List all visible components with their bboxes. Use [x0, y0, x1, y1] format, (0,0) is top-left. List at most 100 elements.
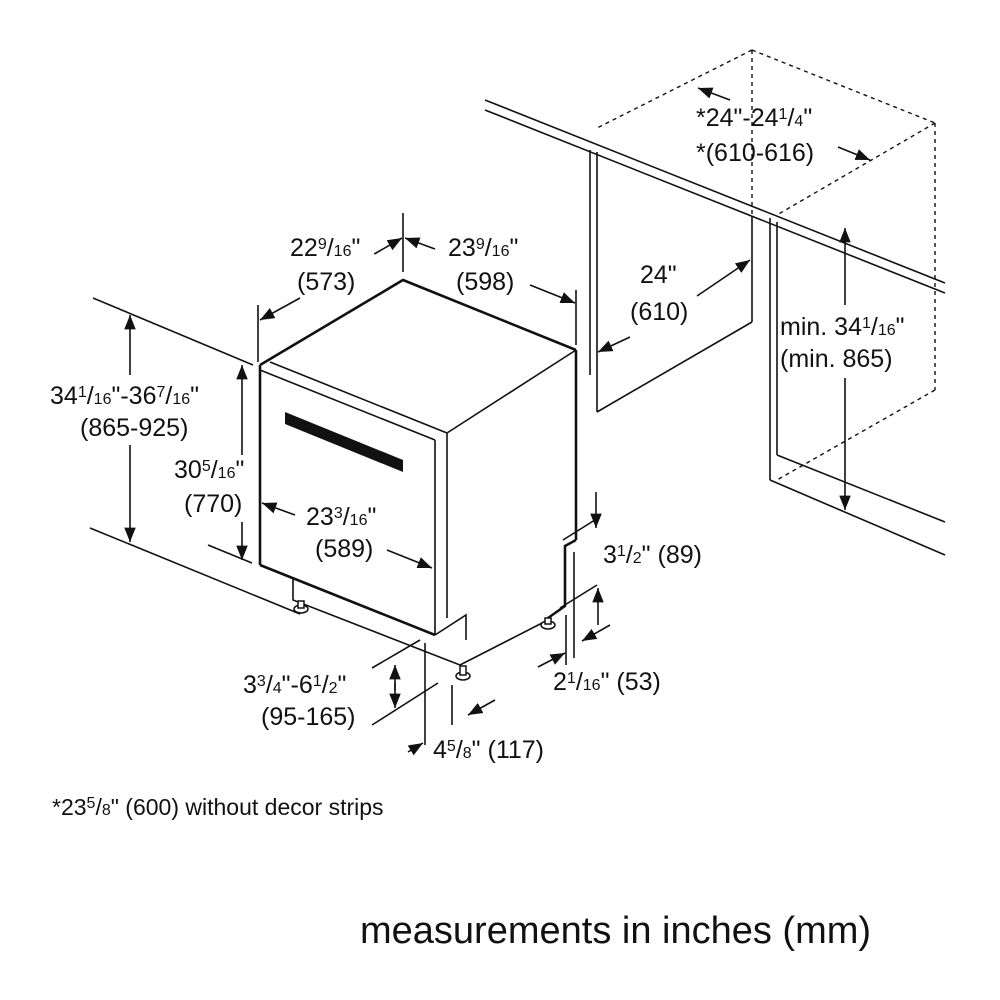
fraction-denominator: 8 — [102, 802, 111, 819]
cutout-depth-mm: (610) — [630, 298, 688, 326]
foot — [293, 600, 556, 681]
label-text: " — [803, 104, 812, 132]
cutout-height-inch: min. 341/16" — [780, 313, 905, 341]
fraction-denominator: 16 — [583, 677, 601, 694]
label-text: 30 — [174, 456, 202, 484]
total-height-inch: 341/16"-367/16" — [50, 382, 199, 410]
fraction-numerator: 1 — [617, 543, 626, 560]
label-text: "-6 — [282, 671, 313, 699]
fraction-numerator: 1 — [78, 384, 87, 401]
fraction-denominator: 16 — [218, 465, 236, 482]
label-text: 2 — [553, 668, 567, 696]
label-text: / — [576, 668, 583, 696]
label-text: " — [509, 234, 518, 262]
label-text: 23 — [448, 234, 476, 262]
fraction-denominator: 16 — [350, 512, 368, 529]
dimension-lines — [89, 87, 871, 756]
total-height-mm: (865-925) — [80, 414, 188, 442]
fraction-denominator: 2 — [633, 550, 642, 567]
foot-height-inch: 33/4"-61/2" — [243, 671, 346, 699]
label-text: / — [87, 382, 94, 410]
fraction-numerator: 1 — [862, 315, 871, 332]
label-text: 24" — [640, 261, 677, 289]
label-text: / — [456, 736, 463, 764]
fraction-numerator: 5 — [202, 458, 211, 475]
caption: measurements in inches (mm) — [360, 910, 871, 952]
footnote: *235/8" (600) without decor strips — [52, 794, 384, 820]
fraction-numerator: 1 — [567, 670, 576, 687]
installation-niche — [596, 49, 936, 481]
label-text: " — [367, 503, 376, 531]
fraction-numerator: 7 — [156, 384, 165, 401]
label-text: / — [626, 541, 633, 569]
fraction-denominator: 16 — [492, 243, 510, 260]
label-text: / — [266, 671, 273, 699]
label-text: " (600) without decor strips — [111, 794, 384, 820]
label-text: " — [896, 313, 905, 341]
depth-mm: (573) — [297, 268, 355, 296]
fraction-denominator: 4 — [794, 113, 803, 130]
fraction-denominator: 16 — [334, 243, 352, 260]
label-text: 3 — [603, 541, 617, 569]
label-text: " — [235, 456, 244, 484]
toe-kick-height: 31/2" (89) — [603, 541, 702, 569]
label-text: / — [787, 104, 794, 132]
fraction-numerator: 5 — [447, 738, 456, 755]
label-text: 4 — [433, 736, 447, 764]
label-text: / — [485, 234, 492, 262]
fraction-denominator: 16 — [878, 322, 896, 339]
label-text: / — [165, 382, 172, 410]
countertop — [484, 99, 946, 294]
fraction-denominator: 16 — [94, 391, 112, 408]
toe-kick-depth: 21/16" (53) — [553, 668, 661, 696]
label-text: " (89) — [642, 541, 702, 569]
fraction-numerator: 9 — [476, 236, 485, 253]
label-text: *24"-24 — [696, 104, 779, 132]
fraction-numerator: 9 — [318, 236, 327, 253]
fraction-numerator: 1 — [313, 673, 322, 690]
width-mm: (598) — [456, 268, 514, 296]
label-text: " — [190, 382, 199, 410]
foot-setback: 45/8" (117) — [433, 736, 544, 764]
cutout-depth-inch: 24" — [640, 261, 677, 289]
label-text: 34 — [50, 382, 78, 410]
fraction-numerator: 3 — [334, 505, 343, 522]
label-text: 3 — [243, 671, 257, 699]
fraction-denominator: 8 — [463, 745, 472, 762]
fraction-numerator: 1 — [779, 106, 788, 123]
width-inch: 239/16" — [448, 234, 518, 262]
fraction-denominator: 2 — [329, 680, 338, 697]
label-text: / — [95, 794, 102, 820]
cutout-width-inch: *24"-241/4" — [696, 104, 812, 132]
label-text: 23 — [306, 503, 334, 531]
foot-height-mm: (95-165) — [261, 703, 356, 731]
label-text: " — [338, 671, 347, 699]
label-text: "-36 — [111, 382, 156, 410]
door-width-inch: 233/16" — [306, 503, 376, 531]
control-panel-handle — [285, 412, 403, 472]
label-text: " — [351, 234, 360, 262]
fraction-denominator: 4 — [273, 680, 282, 697]
fraction-numerator: 5 — [87, 795, 96, 812]
left-cabinet — [589, 150, 753, 413]
body-height-inch: 305/16" — [174, 456, 244, 484]
door-width-mm: (589) — [315, 535, 373, 563]
label-text: min. 34 — [780, 313, 862, 341]
fraction-denominator: 16 — [172, 391, 190, 408]
fraction-numerator: 3 — [257, 673, 266, 690]
label-text: " (53) — [601, 668, 661, 696]
label-text: / — [327, 234, 334, 262]
label-text: / — [343, 503, 350, 531]
label-text: / — [322, 671, 329, 699]
body-height-mm: (770) — [184, 490, 242, 518]
label-text: *23 — [52, 794, 87, 820]
depth-inch: 229/16" — [290, 234, 360, 262]
dishwasher — [258, 278, 578, 681]
cutout-width-mm: *(610-616) — [696, 139, 814, 167]
label-text: / — [871, 313, 878, 341]
label-text: / — [211, 456, 218, 484]
cutout-height-mm: (min. 865) — [780, 345, 893, 373]
label-text: " (117) — [472, 736, 544, 764]
